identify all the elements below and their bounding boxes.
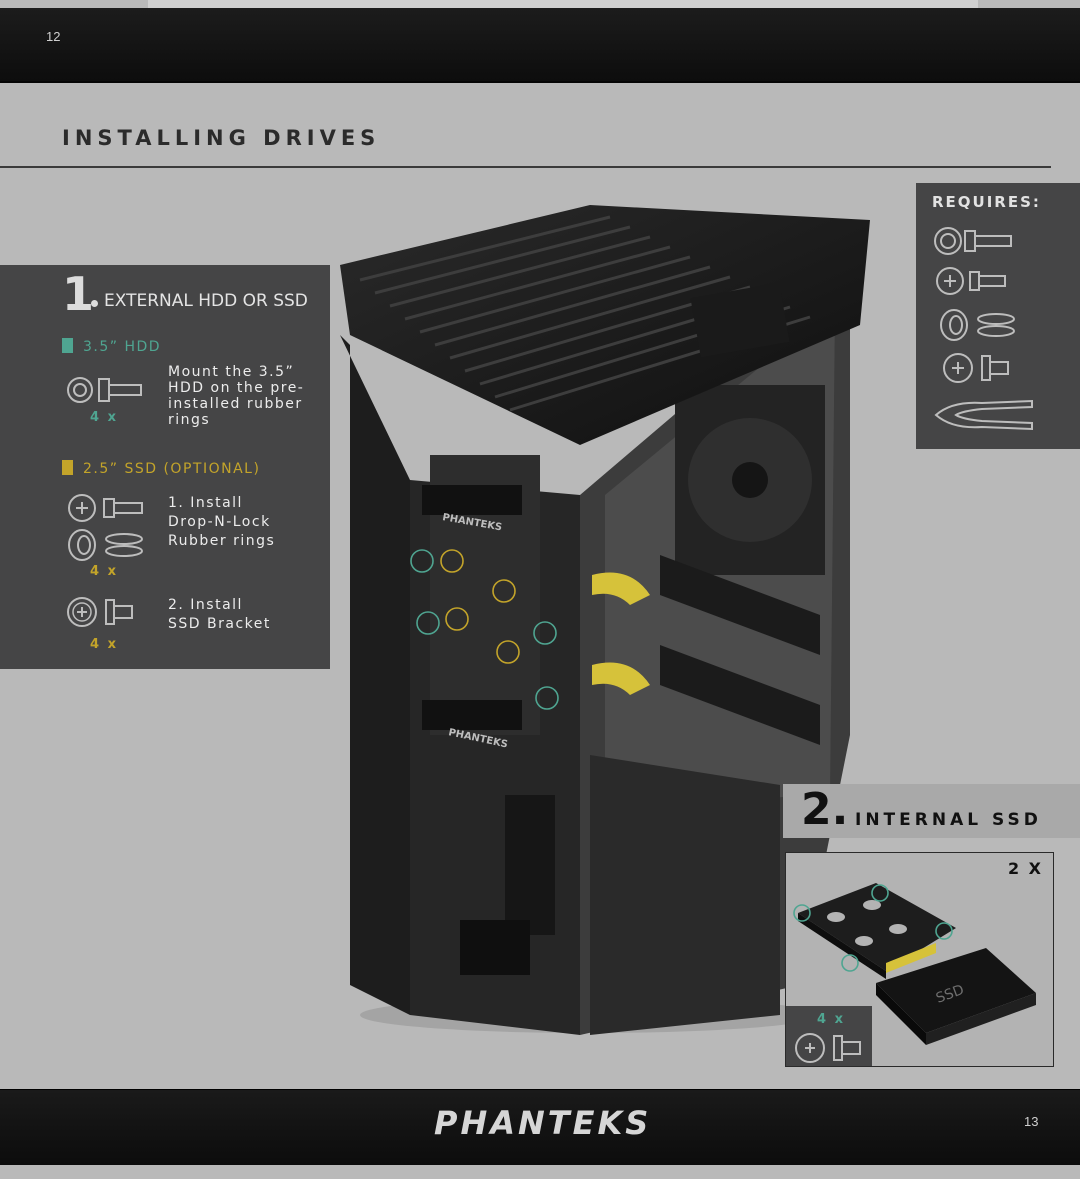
footer-bar: 13 [0, 1089, 1080, 1166]
brand-logo: PHANTEKS [434, 1104, 652, 1142]
hdd-subheading: 3.5” HDD [62, 338, 161, 355]
step-number-2: 2. [801, 784, 849, 835]
thumb-screw-icon [67, 377, 142, 403]
ssd-subheading: 2.5” SSD (OPTIONAL) [62, 460, 260, 477]
yellow-marker [62, 460, 73, 475]
right-page-number: 13 [1024, 1114, 1039, 1129]
left-page-number: 12 [46, 29, 61, 44]
teal-marker [62, 338, 73, 353]
requires-panel: REQUIRES: [916, 183, 1080, 449]
hdd-instruction: Mount the 3.5” HDD on the pre- installed… [168, 364, 305, 428]
step-dot [91, 300, 98, 307]
requires-label: REQUIRES: [932, 193, 1041, 211]
ssd-bracket-diagram: 2 X SSD 4 x [785, 852, 1054, 1067]
internal-ssd-header: 2. INTERNAL SSD [783, 784, 1080, 838]
quantity-multiplier: 2 X [1007, 859, 1043, 878]
internal-screw-count: 4 x [817, 1012, 845, 1027]
external-drive-heading: EXTERNAL HDD OR SSD [104, 291, 308, 311]
ssd-step1-instruction: 1. Install Drop-N-Lock Rubber rings [168, 495, 276, 549]
bottom-strip [0, 1165, 1080, 1179]
ssd-step2-instruction: 2. Install SSD Bracket [168, 597, 271, 632]
title-rule [0, 166, 1051, 168]
internal-screw-box: 4 x [786, 1006, 872, 1066]
phillips-screw-and-ring-icon [68, 494, 143, 561]
external-drive-panel: 1 EXTERNAL HDD OR SSD 3.5” HDD 4 x Mount… [0, 265, 330, 669]
phillips-screw-icon [67, 597, 133, 627]
page-title: INSTALLING DRIVES [62, 126, 381, 150]
hdd-screw-count: 4 x [90, 410, 118, 425]
bracket-illustration: SSD [793, 883, 1036, 1045]
bracket-screw-count: 4 x [90, 637, 118, 652]
internal-screw-icon [795, 1033, 861, 1063]
header-bar: 12 [0, 8, 1080, 83]
ring-count: 4 x [90, 564, 118, 579]
top-edge-line [148, 0, 978, 8]
internal-ssd-heading: INTERNAL SSD [855, 810, 1042, 830]
pc-case-illustration: PHANTEKS PHANTEKS [340, 205, 870, 1035]
required-tools-icons [934, 227, 1033, 431]
step-number-1: 1 [62, 267, 95, 321]
